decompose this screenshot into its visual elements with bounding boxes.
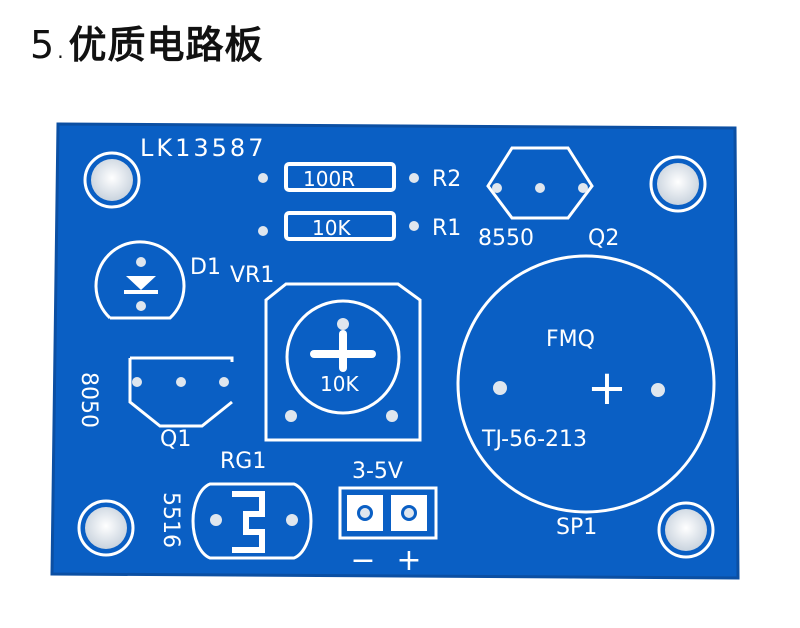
vr1-value-label: 10K [320,372,359,396]
pcb-board [52,124,738,578]
title-text: 优质电路板 [68,23,264,67]
q1-part-label: 8050 [76,372,101,428]
rg1-label: RG1 [220,449,266,474]
power-plus-label: + [396,543,421,578]
power-connector-outline [338,486,438,540]
mounting-hole-bottom-left [77,499,135,557]
fmq-label: FMQ [546,327,595,352]
pcb-board-edge [50,122,740,580]
mounting-hole-top-right [649,155,707,213]
page-title: 5.优质电路板 [30,14,264,69]
vr1-label: VR1 [230,263,274,288]
fmq-plus-label: + [587,360,627,416]
diode-d1-outline [94,240,186,320]
board-model-label: LK13587 [140,134,266,162]
mounting-hole-bottom-right [657,501,715,559]
mounting-hole-top-left [83,151,141,209]
transistor-q2-outline [486,146,594,220]
rg1-part-label: 5516 [158,492,183,548]
q1-label: Q1 [160,427,191,452]
transistor-q1-outline [128,356,234,428]
q2-part-label: 8550 [478,226,534,251]
q2-label: Q2 [588,226,619,251]
r2-label: R2 [432,167,461,192]
title-dot: . [57,39,65,63]
power-minus-label: − [350,543,375,578]
power-voltage-label: 3-5V [352,459,403,484]
r1-label: R1 [432,216,461,241]
r2-value-label: 100R [303,167,355,191]
photoresistor-rg1-outline [191,482,313,560]
resistor-r2 [258,162,419,192]
potentiometer-vr1-outline [264,282,422,442]
d1-label: D1 [190,255,221,280]
sp1-part-label: TJ-56-213 [481,427,587,452]
sp1-label: SP1 [556,515,597,540]
title-number: 5 [30,23,56,67]
buzzer-sp1-outline [456,254,716,514]
resistor-r1 [258,211,419,241]
r1-value-label: 10K [312,216,351,240]
